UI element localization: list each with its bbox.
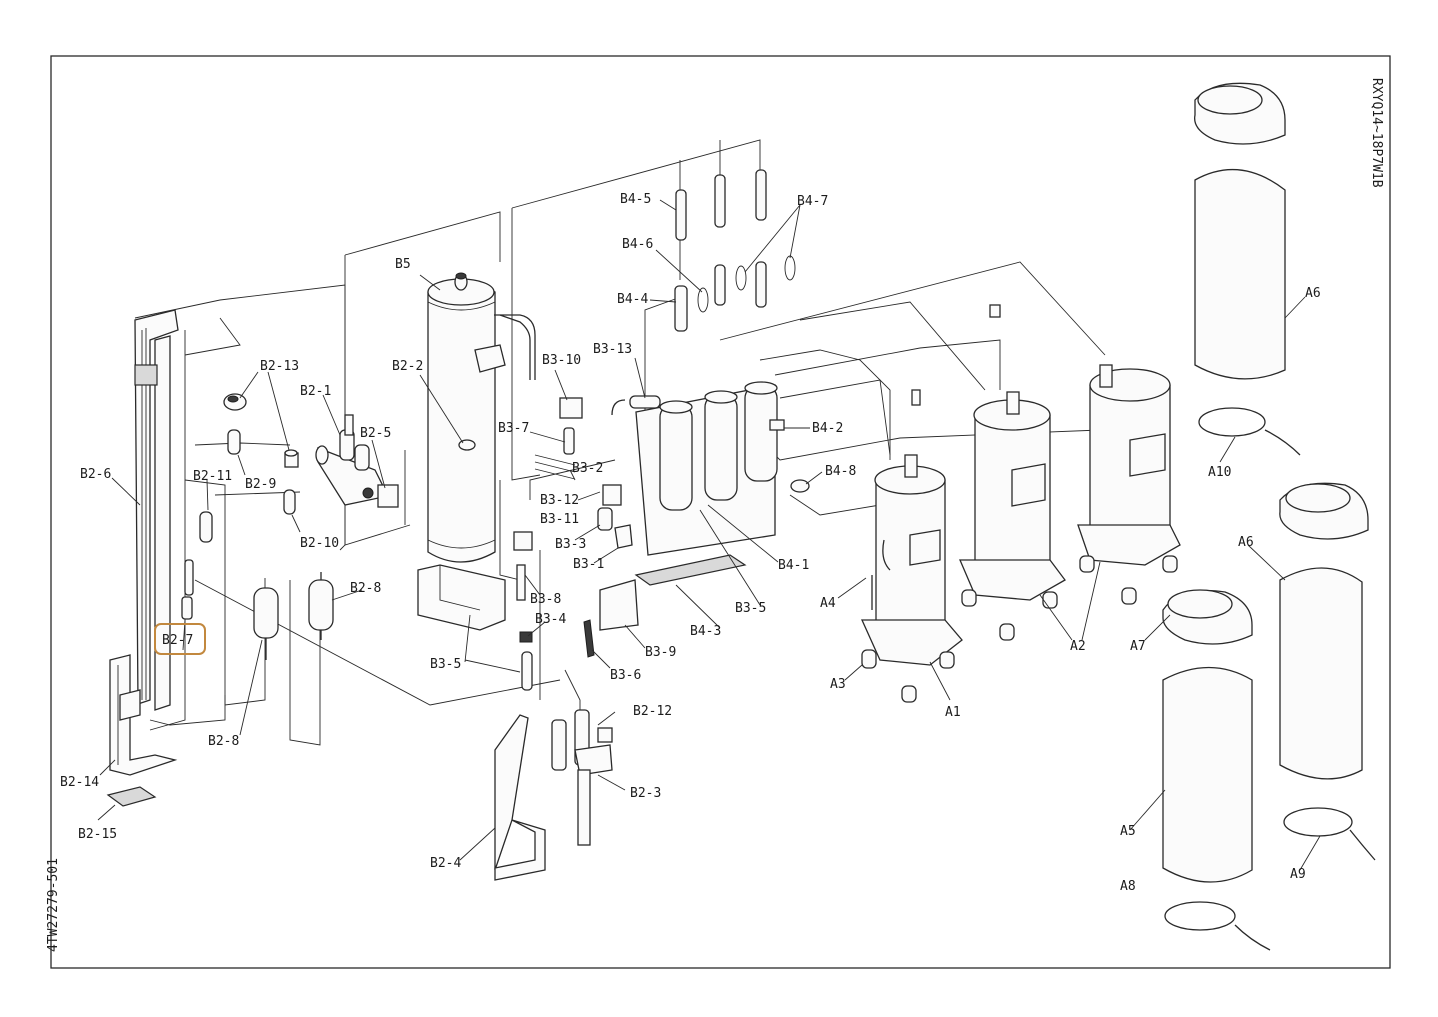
label-b4-2: B4-2 bbox=[812, 421, 843, 436]
label-a6-top: A6 bbox=[1305, 286, 1321, 301]
drawing-number-text: 4TW27279-501 bbox=[46, 858, 61, 952]
compressor-a2-right bbox=[1077, 364, 1181, 605]
label-a4: A4 bbox=[820, 596, 836, 611]
cap-top bbox=[989, 304, 1001, 318]
band-a8 bbox=[1164, 901, 1271, 951]
pad-b2-15 bbox=[106, 786, 157, 807]
frame-lines bbox=[134, 139, 1106, 746]
label-b3-4: B3-4 bbox=[535, 612, 566, 627]
leader-lines bbox=[97, 199, 1321, 871]
label-b2-13: B2-13 bbox=[260, 359, 299, 374]
label-b3-9: B3-9 bbox=[645, 645, 676, 660]
label-b4-4: B4-4 bbox=[617, 292, 648, 307]
jacket-a5 bbox=[1162, 666, 1253, 883]
compressor-a1 bbox=[860, 454, 963, 703]
receivers-b4 bbox=[634, 169, 810, 586]
label-a1: A1 bbox=[945, 705, 961, 720]
label-b3-1: B3-1 bbox=[573, 557, 604, 572]
label-b3-5-right: B3-5 bbox=[735, 601, 766, 616]
label-a5: A5 bbox=[1120, 824, 1136, 839]
label-b3-2: B3-2 bbox=[572, 461, 603, 476]
compressor-a2-left bbox=[959, 391, 1066, 641]
label-b3-10: B3-10 bbox=[542, 353, 581, 368]
label-b4-8: B4-8 bbox=[825, 464, 856, 479]
label-b2-12: B2-12 bbox=[633, 704, 672, 719]
label-a6-mid: A6 bbox=[1238, 535, 1254, 550]
accumulator-b5 bbox=[417, 272, 536, 631]
label-b2-14: B2-14 bbox=[60, 775, 99, 790]
label-b2-8-right: B2-8 bbox=[350, 581, 381, 596]
label-b2-15: B2-15 bbox=[78, 827, 117, 842]
label-b5: B5 bbox=[395, 257, 411, 272]
label-b4-1: B4-1 bbox=[778, 558, 809, 573]
label-b3-7: B3-7 bbox=[498, 421, 529, 436]
jacket-a7 bbox=[1162, 589, 1253, 645]
valve-assembly-b2-1 bbox=[315, 414, 399, 508]
label-b2-8-left: B2-8 bbox=[208, 734, 239, 749]
cap-mid bbox=[911, 389, 921, 406]
part-labels: B2-6 B2-11 B2-13 B2-9 B2-10 B2-8 B2-8 B2… bbox=[60, 192, 1321, 894]
small-parts-left bbox=[181, 393, 334, 660]
label-b3-13: B3-13 bbox=[593, 342, 632, 357]
label-b3-12: B3-12 bbox=[540, 493, 579, 508]
bracket-b2-14 bbox=[109, 654, 178, 776]
model-code-text: RXYQ14~18P7W1B bbox=[1369, 78, 1384, 188]
label-b4-6: B4-6 bbox=[622, 237, 653, 252]
label-b2-1: B2-1 bbox=[300, 384, 331, 399]
highlight-box bbox=[154, 623, 206, 655]
jacket-a6-mid bbox=[1279, 482, 1369, 780]
band-a10 bbox=[1198, 407, 1301, 456]
label-b2-9: B2-9 bbox=[245, 477, 276, 492]
label-b2-7: B2-7 bbox=[162, 633, 193, 648]
label-b2-6: B2-6 bbox=[80, 467, 111, 482]
valve-cluster-b3 bbox=[513, 395, 661, 691]
label-a8: A8 bbox=[1120, 879, 1136, 894]
drawing-border bbox=[50, 55, 1391, 969]
label-b3-8: B3-8 bbox=[530, 592, 561, 607]
band-a9 bbox=[1283, 807, 1376, 861]
highlighted-part-b2-7[interactable]: B2-7 bbox=[154, 623, 206, 655]
label-a10: A10 bbox=[1208, 465, 1231, 480]
label-b4-5: B4-5 bbox=[620, 192, 651, 207]
label-b2-11: B2-11 bbox=[193, 469, 232, 484]
service-valves-b2 bbox=[494, 709, 613, 881]
jacket-a6-top bbox=[1194, 82, 1286, 380]
label-b3-6: B3-6 bbox=[610, 668, 641, 683]
label-b2-10: B2-10 bbox=[300, 536, 339, 551]
label-b2-2: B2-2 bbox=[392, 359, 423, 374]
label-a3: A3 bbox=[830, 677, 846, 692]
label-a7: A7 bbox=[1130, 639, 1146, 654]
bracket-b2-6 bbox=[134, 309, 179, 711]
label-b2-5: B2-5 bbox=[360, 426, 391, 441]
label-b2-4: B2-4 bbox=[430, 856, 461, 871]
label-a2: A2 bbox=[1070, 639, 1086, 654]
label-b4-3: B4-3 bbox=[690, 624, 721, 639]
label-b3-3: B3-3 bbox=[555, 537, 586, 552]
label-b4-7: B4-7 bbox=[797, 194, 828, 209]
label-a9: A9 bbox=[1290, 867, 1306, 882]
label-b3-11: B3-11 bbox=[540, 512, 579, 527]
label-b3-5-left: B3-5 bbox=[430, 657, 461, 672]
label-b2-3: B2-3 bbox=[630, 786, 661, 801]
